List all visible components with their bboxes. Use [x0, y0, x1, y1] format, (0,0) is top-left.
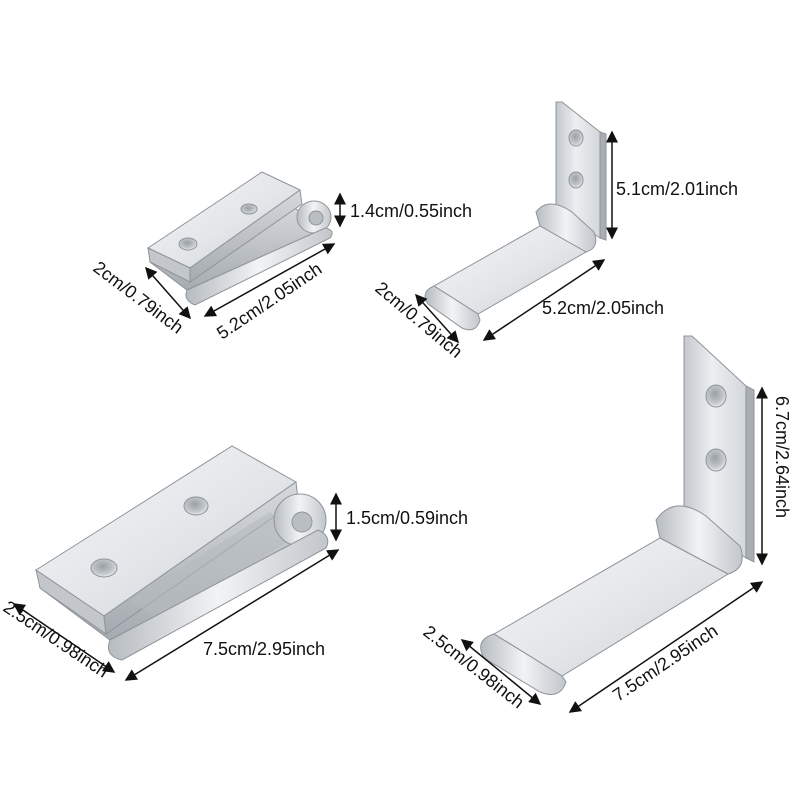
screw-hole [178, 237, 198, 251]
dimension-label-height: 1.4cm/0.55inch [350, 201, 472, 221]
hook-wall-plate-edge [745, 385, 755, 563]
dimension-label-height: 6.7cm/2.64inch [772, 396, 792, 518]
hook-wall-plate-edge [599, 131, 607, 241]
dimension-lines-large-folded [12, 492, 342, 681]
dimension-lines-large-open [460, 386, 768, 713]
screw-hole [568, 129, 584, 147]
screw-hole [568, 171, 584, 189]
screw-hole [705, 384, 727, 408]
dimension-label-length: 5.2cm/2.05inch [542, 298, 664, 318]
hinge-hole [308, 210, 324, 226]
screw-hole [90, 558, 118, 578]
hinge-curl [535, 203, 597, 253]
dimension-label-height: 1.5cm/0.59inch [346, 508, 468, 528]
large-folded-hook [35, 445, 329, 661]
dimension-label-height: 5.1cm/2.01inch [616, 179, 738, 199]
screw-hole [705, 448, 727, 472]
dimension-lines-small-open [415, 130, 618, 344]
dimension-label-length: 7.5cm/2.95inch [203, 639, 325, 659]
screw-hole [240, 203, 258, 215]
hinge-hole [291, 511, 313, 533]
dimension-lines-small-folded [145, 192, 346, 320]
hinge-curl [655, 505, 743, 575]
screw-hole [183, 496, 209, 516]
